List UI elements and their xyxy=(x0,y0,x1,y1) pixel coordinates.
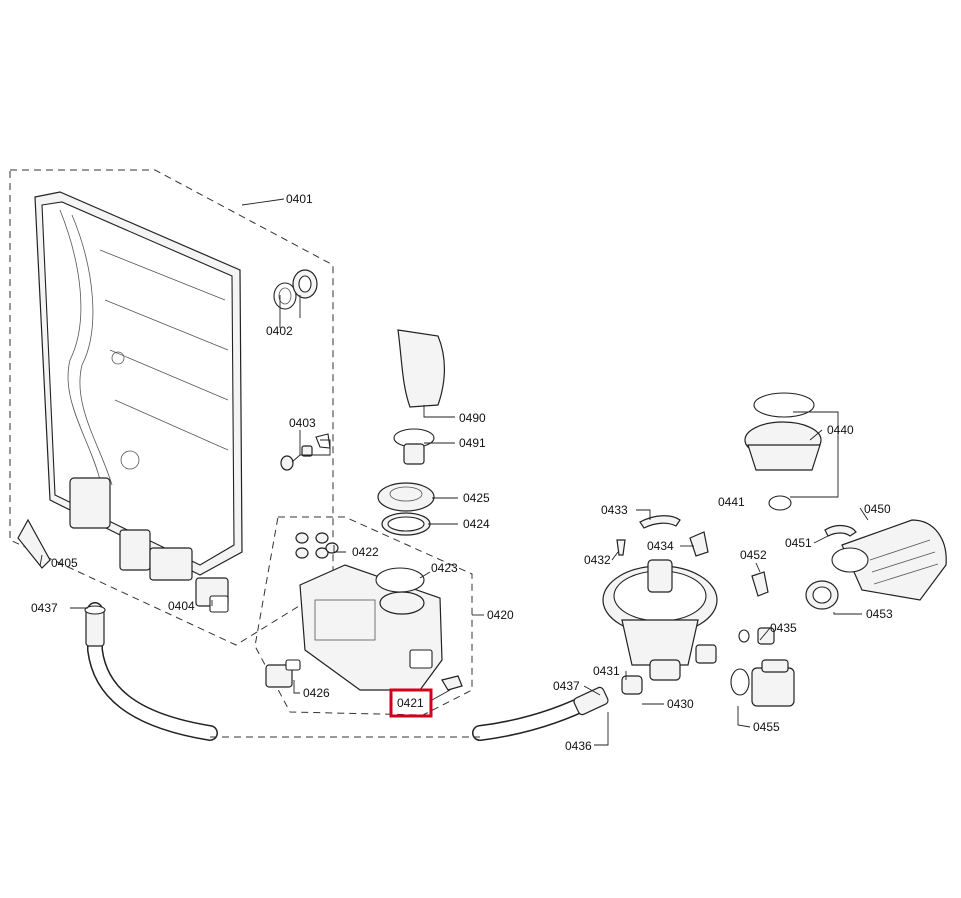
label-0434: 0434 xyxy=(647,539,674,553)
sensor-part-0426 xyxy=(265,659,301,688)
label-0436: 0436 xyxy=(565,739,592,753)
label-0401: 0401 xyxy=(286,192,313,206)
pump-cover-part-0440 xyxy=(744,392,822,511)
label-0491: 0491 xyxy=(459,436,486,450)
highlight-box-0421 xyxy=(389,688,433,718)
side-panel-part xyxy=(34,191,243,581)
seal-ring-part xyxy=(273,269,318,310)
label-0425: 0425 xyxy=(463,491,490,505)
valve-part-0404 xyxy=(195,577,229,613)
sump-part-0430 xyxy=(602,559,718,681)
label-0453: 0453 xyxy=(866,607,893,621)
screw-part-0432 xyxy=(616,539,626,556)
group-outline-0420 xyxy=(254,516,473,716)
label-0404: 0404 xyxy=(168,599,195,613)
label-0440: 0440 xyxy=(827,423,854,437)
label-0433: 0433 xyxy=(601,503,628,517)
bracket-part-0405 xyxy=(17,518,51,569)
clamp-part-0451 xyxy=(824,524,857,537)
label-0435: 0435 xyxy=(770,621,797,635)
label-0437-right: 0437 xyxy=(553,679,580,693)
label-0452: 0452 xyxy=(740,548,767,562)
part-0452 xyxy=(751,571,769,597)
label-0402: 0402 xyxy=(266,324,293,338)
clip-part-0421 xyxy=(441,675,463,691)
seal-set-part-0422 xyxy=(295,532,339,559)
bracket-part-0434 xyxy=(689,531,709,557)
cap-part-0491 xyxy=(393,428,435,465)
funnel-part-0490 xyxy=(397,329,446,408)
label-0432: 0432 xyxy=(584,553,611,567)
part-labels: 0401 0402 0403 0405 0404 0437 0490 0491 … xyxy=(31,192,893,753)
label-0490: 0490 xyxy=(459,411,486,425)
fitting-part-0403 xyxy=(280,433,331,471)
label-0437-left: 0437 xyxy=(31,601,58,615)
label-0426: 0426 xyxy=(303,686,330,700)
drain-pump-part-0455 xyxy=(730,659,795,707)
label-0451: 0451 xyxy=(785,536,812,550)
label-0403: 0403 xyxy=(289,416,316,430)
label-0405: 0405 xyxy=(51,556,78,570)
seal-part-0424 xyxy=(381,512,431,536)
clamp-part-0433 xyxy=(639,515,681,529)
label-0430: 0430 xyxy=(667,697,694,711)
label-0421: 0421 xyxy=(397,696,424,710)
label-0450: 0450 xyxy=(864,502,891,516)
label-0431: 0431 xyxy=(593,664,620,678)
lid-part-0425 xyxy=(377,482,435,512)
label-0422: 0422 xyxy=(352,545,379,559)
fitting-part-0435 xyxy=(738,627,775,645)
filter-part-0431 xyxy=(621,675,643,695)
leader-lines xyxy=(39,198,869,746)
heat-pump-part-0450 xyxy=(831,519,947,601)
label-0424: 0424 xyxy=(463,517,490,531)
tube-part-0453 xyxy=(805,580,839,610)
label-0420: 0420 xyxy=(487,608,514,622)
label-0441: 0441 xyxy=(718,495,745,509)
drain-hose xyxy=(84,602,609,741)
label-0423: 0423 xyxy=(431,561,458,575)
softener-body-part-0420 xyxy=(299,564,443,691)
label-0455: 0455 xyxy=(753,720,780,734)
